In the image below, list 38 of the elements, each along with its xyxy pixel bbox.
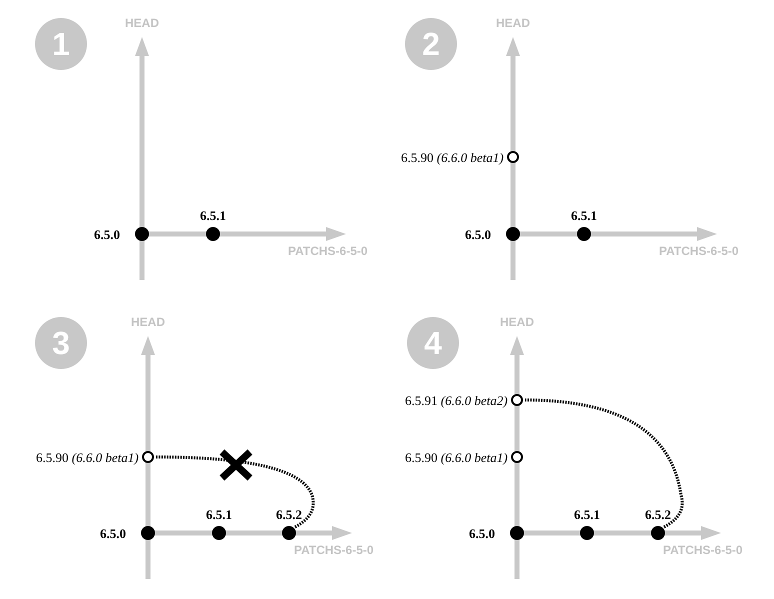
version-label: 6.5.0 [94, 226, 120, 242]
axis-label: HEAD [500, 315, 534, 329]
version-label: 6.5.1 [206, 507, 232, 522]
version-dot [282, 526, 296, 540]
version-label: 6.5.91 (6.6.0 beta2) [405, 392, 508, 408]
version-dot [510, 526, 524, 540]
axis-label: PATCHS-6-5-0 [294, 543, 374, 557]
version-dot [580, 526, 594, 540]
version-dot [577, 227, 591, 241]
version-dot [135, 227, 149, 241]
version-label: 6.5.1 [574, 507, 600, 522]
dotted-connector [156, 456, 315, 528]
version-label: 6.5.0 [465, 226, 491, 242]
beta-version-dot [511, 451, 523, 463]
version-dot [212, 526, 226, 540]
version-label: 6.5.2 [276, 507, 302, 522]
axis-label: PATCHS-6-5-0 [659, 244, 739, 258]
version-label: 6.5.90 (6.6.0 beta1) [405, 450, 508, 464]
beta-version-dot [511, 394, 523, 406]
version-dot [651, 526, 665, 540]
version-label: 6.5.90 (6.6.0 beta1) [36, 450, 139, 464]
axis-label: HEAD [125, 16, 160, 30]
axis-label: HEAD [496, 16, 530, 30]
version-dot [141, 526, 155, 540]
version-label: 6.5.2 [645, 507, 671, 522]
axis-label: PATCHS-6-5-0 [663, 543, 743, 557]
dotted-connector [524, 398, 684, 528]
version-label: 6.5.0 [100, 526, 126, 540]
axis-label: HEAD [131, 315, 166, 329]
version-label: 6.5.1 [200, 208, 226, 223]
beta-version-dot [507, 151, 519, 163]
version-label: 6.5.0 [469, 526, 495, 540]
beta-version-dot [142, 451, 154, 463]
version-label: 6.5.90 (6.6.0 beta1) [401, 150, 504, 164]
axis-label: PATCHS-6-5-0 [288, 244, 368, 258]
version-dot [506, 227, 520, 241]
version-label: 6.5.1 [571, 208, 597, 223]
version-dot [206, 227, 220, 241]
